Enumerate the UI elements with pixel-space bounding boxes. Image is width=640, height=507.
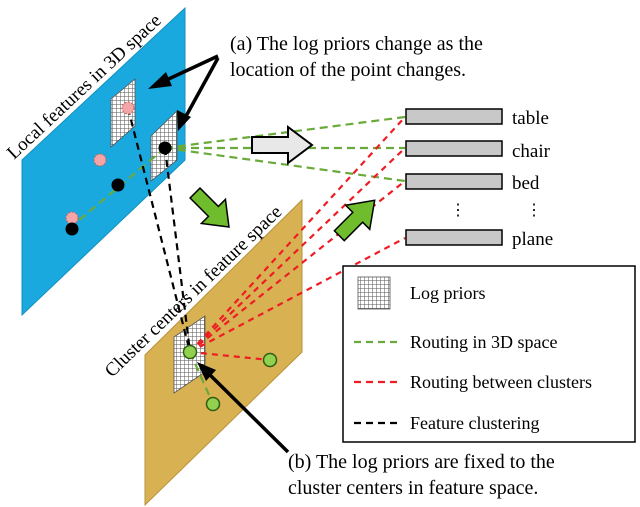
annotation-a-line1: (a) The log priors change as the bbox=[230, 33, 483, 55]
annotation-b-arrow bbox=[205, 370, 290, 454]
clustering-line bbox=[163, 147, 192, 353]
red-route-line bbox=[189, 180, 406, 353]
class-bar-chair bbox=[405, 140, 503, 157]
class-label-plane: plane bbox=[512, 229, 553, 250]
green-arrow-up bbox=[333, 199, 376, 242]
green-route-line bbox=[188, 351, 215, 405]
point-black bbox=[65, 222, 79, 236]
green-route-line bbox=[164, 115, 406, 150]
red-route-line bbox=[189, 147, 406, 353]
class-bar-table bbox=[405, 108, 503, 125]
red-route-line bbox=[189, 237, 406, 353]
legend-label-clustering: Feature clustering bbox=[410, 413, 539, 433]
annotation-a-arrowhead bbox=[177, 110, 191, 131]
point-pink bbox=[93, 153, 107, 167]
annotation-b-line1: (b) The log priors are fixed to the bbox=[288, 451, 555, 473]
cluster-center bbox=[262, 352, 278, 368]
legend-label-routing-3d: Routing in 3D space bbox=[410, 332, 557, 352]
point-pink bbox=[65, 211, 79, 225]
ellipsis-left: ⋮ bbox=[450, 202, 466, 219]
legend-box bbox=[342, 265, 636, 443]
ellipsis-right: ⋮ bbox=[526, 202, 542, 219]
point-black bbox=[158, 141, 172, 155]
class-label-bed: bed bbox=[512, 173, 540, 194]
class-bar-bed bbox=[405, 173, 503, 190]
green-arrow-down bbox=[189, 187, 230, 228]
point-black bbox=[111, 178, 125, 192]
class-bar-plane bbox=[405, 229, 503, 246]
feature-space-plane bbox=[144, 198, 303, 507]
annotation-b-arrowhead bbox=[197, 362, 216, 381]
green-route-line bbox=[164, 146, 406, 183]
annotation-a-arrow bbox=[159, 54, 219, 85]
annotation-a-arrowhead bbox=[148, 72, 172, 89]
annotation-a-line2: location of the point changes. bbox=[230, 59, 466, 81]
log-prior-patch bbox=[110, 78, 136, 148]
point-pink bbox=[121, 101, 135, 115]
red-route-line bbox=[189, 350, 271, 362]
legend-label-routing-clusters: Routing between clusters bbox=[410, 372, 592, 392]
clustering-line bbox=[126, 107, 192, 353]
annotation-a-arrow bbox=[183, 57, 220, 119]
white-block-arrow bbox=[251, 125, 314, 165]
annotation-b-line2: cluster centers in feature space. bbox=[288, 477, 538, 499]
class-label-table: table bbox=[512, 108, 549, 129]
legend-label-log-priors: Log priors bbox=[410, 283, 486, 303]
legend-log-prior-swatch bbox=[357, 276, 391, 310]
cluster-center bbox=[205, 396, 221, 412]
green-route-line bbox=[71, 147, 166, 227]
class-label-chair: chair bbox=[512, 141, 551, 162]
cluster-center bbox=[182, 344, 198, 360]
red-route-line bbox=[189, 116, 406, 353]
